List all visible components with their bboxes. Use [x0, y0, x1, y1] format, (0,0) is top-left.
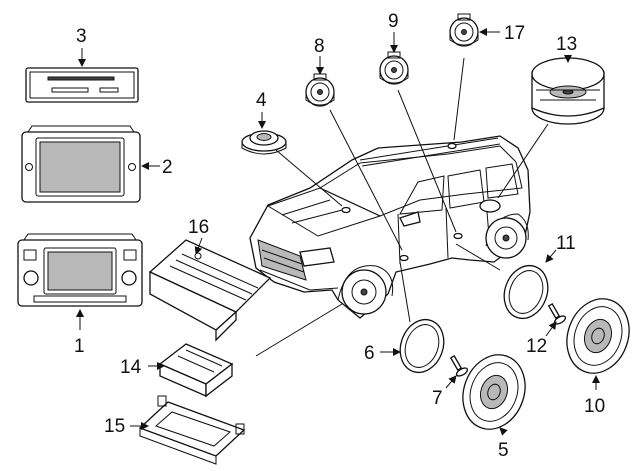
callout-15: 15 [104, 416, 125, 437]
callout-3: 3 [76, 26, 87, 47]
speaker-gasket-11 [503, 264, 549, 320]
callout-11: 11 [556, 233, 576, 254]
subwoofer-13 [531, 57, 605, 125]
door-speaker-10 [566, 298, 630, 374]
callout-7: 7 [432, 388, 443, 409]
door-speaker-5 [462, 354, 526, 430]
bracket-15 [138, 395, 246, 465]
callout-1: 1 [74, 336, 85, 357]
tweeter-4 [241, 130, 287, 155]
radio-receiver-unit [17, 233, 143, 307]
screw-12 [547, 303, 567, 325]
callout-4: 4 [256, 90, 267, 111]
tweeter-9 [379, 51, 409, 85]
callout-labels: 1 2 3 4 5 6 7 8 9 10 11 12 13 14 15 16 1… [74, 11, 605, 461]
callout-14: 14 [120, 357, 142, 378]
module-14 [158, 343, 234, 398]
callout-13: 13 [556, 34, 577, 55]
leader-lines [255, 57, 549, 357]
callout-arrows [76, 28, 600, 436]
display-unit [21, 125, 141, 203]
callout-17: 17 [504, 23, 525, 44]
callout-12: 12 [526, 336, 547, 357]
callout-5: 5 [498, 440, 509, 461]
speaker-gasket-6 [399, 318, 445, 374]
screw-7 [449, 355, 469, 377]
callout-10: 10 [584, 396, 605, 417]
callout-2: 2 [162, 157, 173, 178]
amplifier-unit [148, 239, 272, 342]
callout-6: 6 [364, 343, 375, 364]
callout-8: 8 [314, 36, 325, 57]
callout-16: 16 [188, 217, 209, 238]
tweeter-8 [305, 73, 335, 107]
cd-player-unit [25, 67, 139, 103]
tweeter-17 [449, 13, 479, 47]
callout-9: 9 [388, 11, 399, 32]
